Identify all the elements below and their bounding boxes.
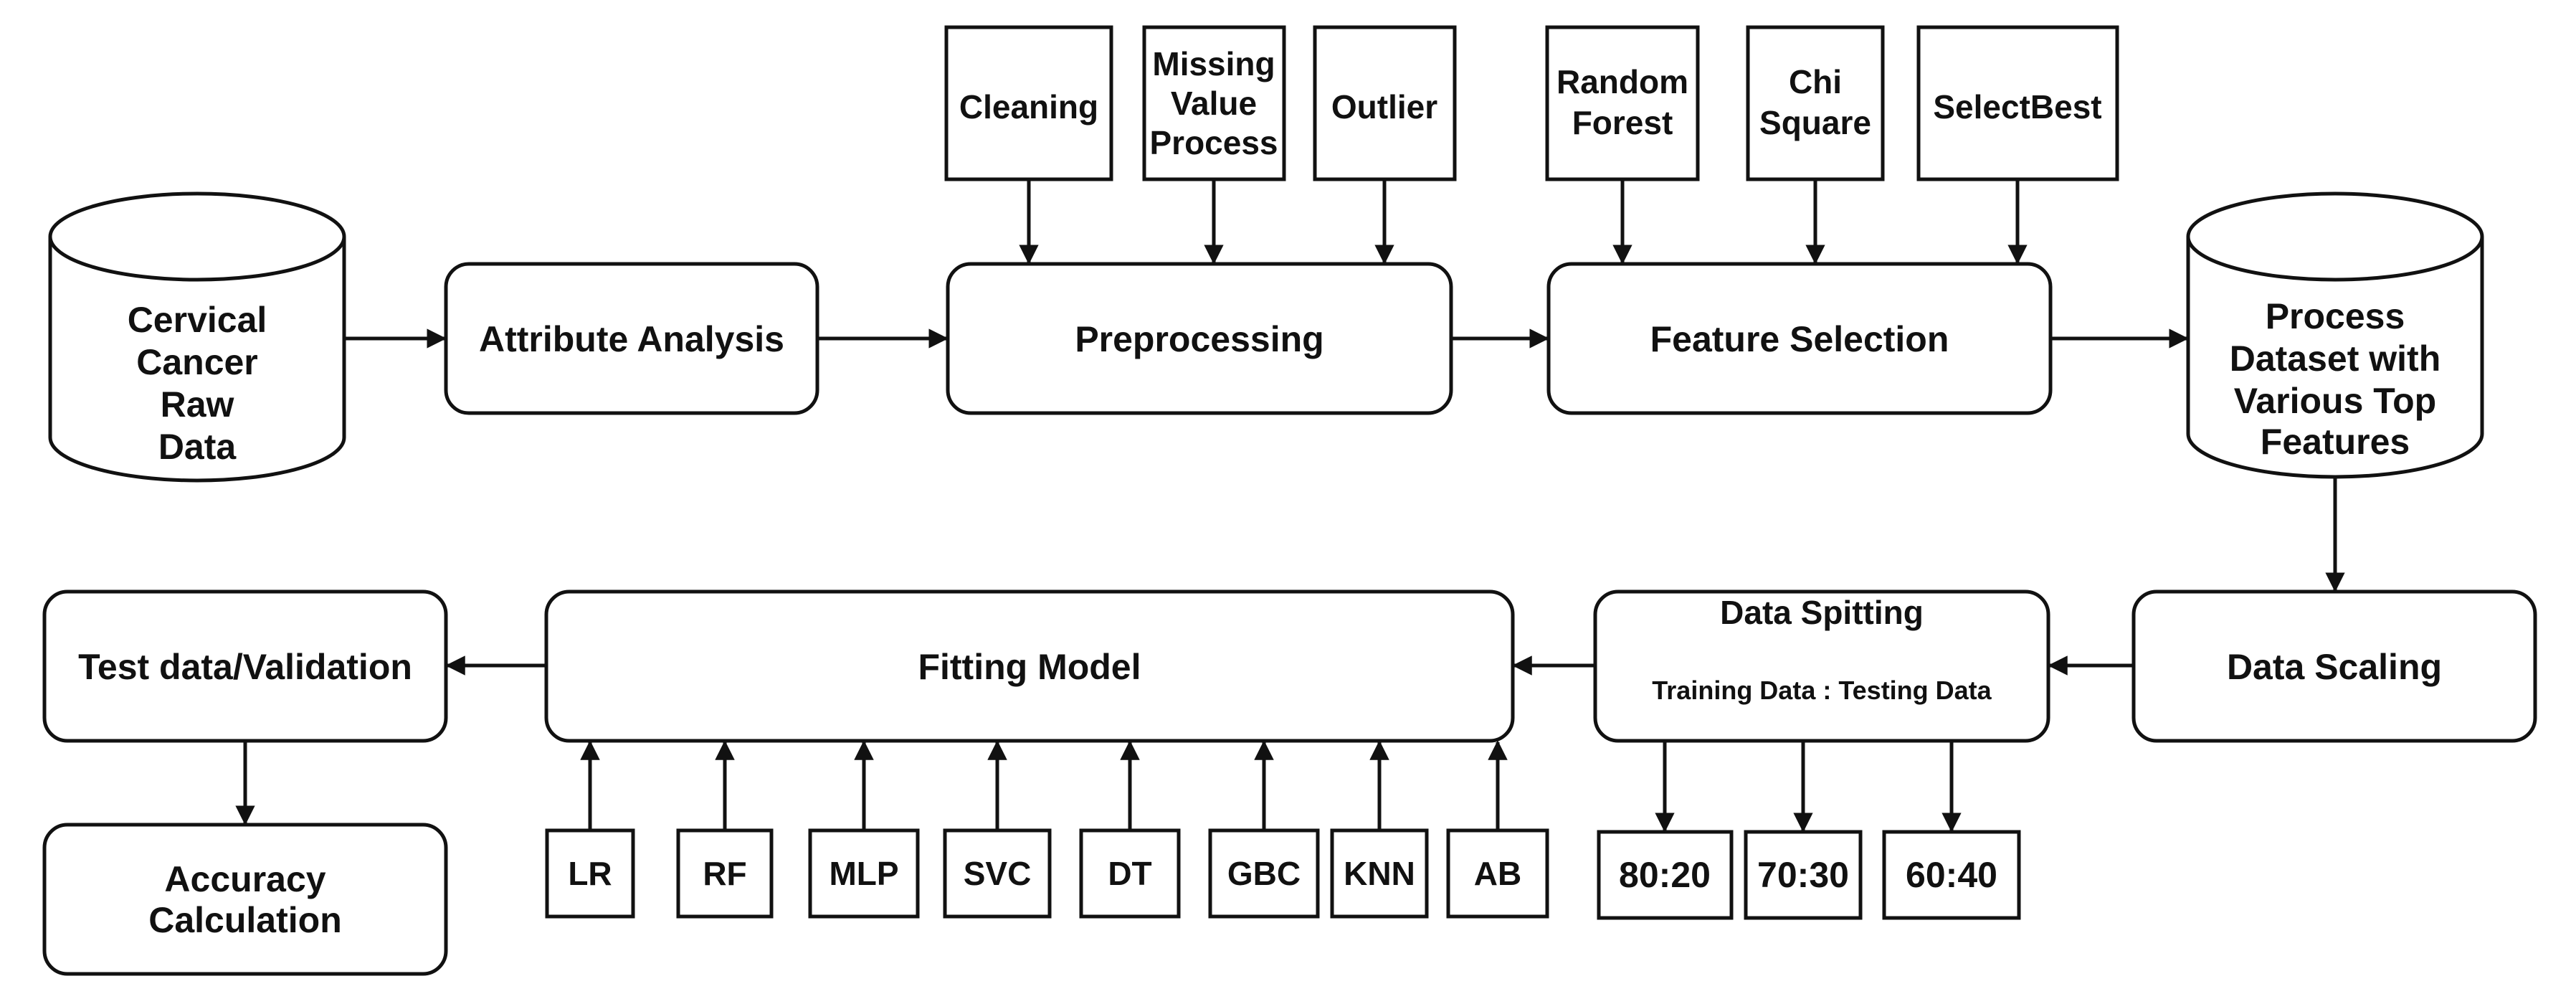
model-label: RF <box>703 855 746 892</box>
missing-value-line-3: Process <box>1149 124 1278 161</box>
data-scaling-box: Data Scaling <box>2131 589 2537 743</box>
processed-dataset-line-3: Various Top <box>2234 381 2436 421</box>
chi-square-line-1: Chi <box>1789 63 1842 100</box>
split-ratio-label: 60:40 <box>1906 855 1997 895</box>
processed-dataset-cylinder: Process Dataset with Various Top Feature… <box>2186 191 2484 479</box>
model-label: SVC <box>964 855 1032 892</box>
model-mlp: MLP <box>808 828 920 919</box>
raw-data-line-3: Raw <box>161 384 234 425</box>
random-forest-line-1: Random <box>1556 63 1688 100</box>
feature-selection-box: Feature Selection <box>1546 262 2053 415</box>
model-dt: DT <box>1079 828 1181 919</box>
preprocessing-step-missing-value: Missing Value Process <box>1142 25 1286 181</box>
model-label: MLP <box>829 855 898 892</box>
missing-value-line-1: Missing <box>1152 45 1275 82</box>
model-gbc: GBC <box>1208 828 1320 919</box>
cleaning-label: Cleaning <box>959 88 1098 126</box>
raw-data-line-4: Data <box>158 427 237 467</box>
accuracy-line-1: Accuracy <box>164 859 325 899</box>
processed-dataset-line-4: Features <box>2261 422 2410 462</box>
preprocessing-step-cleaning: Cleaning <box>944 25 1113 181</box>
preprocessing-step-outlier: Outlier <box>1313 25 1457 181</box>
feature-selection-label: Feature Selection <box>1650 319 1949 359</box>
fitting-model-box: Fitting Model <box>544 589 1515 743</box>
connectors <box>235 179 2345 833</box>
attribute-analysis-box: Attribute Analysis <box>444 262 819 415</box>
feature-method-selectbest: SelectBest <box>1916 25 2119 181</box>
accuracy-calculation-box: Accuracy Calculation <box>42 823 448 976</box>
model-label: LR <box>568 855 612 892</box>
attribute-analysis-label: Attribute Analysis <box>479 319 784 359</box>
model-rf: RF <box>676 828 774 919</box>
model-svc: SVC <box>943 828 1052 919</box>
missing-value-line-2: Value <box>1171 85 1257 122</box>
model-label: GBC <box>1227 855 1301 892</box>
model-lr: LR <box>545 828 635 919</box>
preprocessing-box: Preprocessing <box>946 262 1453 415</box>
data-splitting-box: Data Spitting Training Data : Testing Da… <box>1593 589 2050 743</box>
outlier-label: Outlier <box>1331 88 1437 126</box>
raw-data-line-2: Cancer <box>136 342 258 382</box>
model-ab: AB <box>1446 828 1549 919</box>
preprocessing-label: Preprocessing <box>1075 319 1323 359</box>
split-ratio-label: 80:20 <box>1619 855 1711 895</box>
model-label: KNN <box>1344 855 1415 892</box>
split-ratio-70-30: 70:30 <box>1744 830 1863 920</box>
raw-data-cylinder: Cervical Cancer Raw Data <box>48 191 346 483</box>
fitting-model-label: Fitting Model <box>918 647 1141 687</box>
random-forest-line-2: Forest <box>1572 104 1673 141</box>
data-splitting-subtitle: Training Data : Testing Data <box>1652 676 1992 705</box>
processed-dataset-line-2: Dataset with <box>2230 338 2441 379</box>
chi-square-line-2: Square <box>1759 104 1871 141</box>
split-ratio-80-20: 80:20 <box>1597 830 1734 920</box>
model-label: DT <box>1108 855 1151 892</box>
data-splitting-title: Data Spitting <box>1720 594 1924 631</box>
raw-data-line-1: Cervical <box>128 300 267 340</box>
processed-dataset-line-1: Process <box>2266 296 2405 336</box>
test-validation-box: Test data/Validation <box>42 589 448 743</box>
data-scaling-label: Data Scaling <box>2227 647 2442 687</box>
model-label: AB <box>1474 855 1521 892</box>
accuracy-line-2: Calculation <box>148 900 341 940</box>
feature-method-random-forest: Random Forest <box>1545 25 1700 181</box>
split-ratio-60-40: 60:40 <box>1882 830 2021 920</box>
feature-method-chi-square: Chi Square <box>1746 25 1885 181</box>
selectbest-label: SelectBest <box>1933 88 2101 126</box>
test-validation-label: Test data/Validation <box>78 647 412 687</box>
model-knn: KNN <box>1330 828 1429 919</box>
split-ratio-label: 70:30 <box>1757 855 1849 895</box>
